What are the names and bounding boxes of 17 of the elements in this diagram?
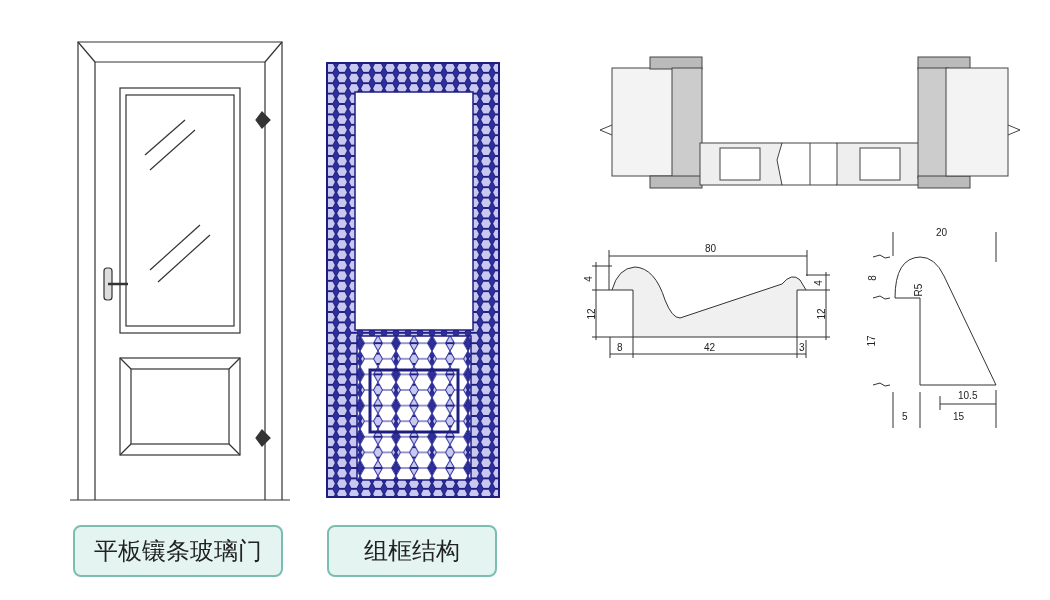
- dimension-label: 15: [953, 412, 965, 422]
- dimension-label: 80: [705, 244, 717, 254]
- dimension-label: 10.5: [958, 391, 978, 401]
- caption-box: 组框结构: [327, 525, 497, 577]
- dimension-label: R5: [914, 283, 925, 297]
- dimension-label: 42: [704, 343, 716, 353]
- dimension-label: 17: [866, 335, 877, 347]
- dimension-label: 4: [583, 276, 594, 282]
- dimension-label: 4: [813, 280, 824, 286]
- dimension-label: 5: [902, 412, 908, 422]
- dimension-label: 12: [816, 308, 827, 320]
- dimension-label: 3: [799, 343, 805, 353]
- caption-box: 平板镶条玻璃门: [73, 525, 283, 577]
- dimension-label: 8: [617, 343, 623, 353]
- dimension-label: 12: [586, 308, 597, 320]
- dimension-label: 8: [867, 275, 878, 281]
- dimension-label: 20: [936, 228, 948, 238]
